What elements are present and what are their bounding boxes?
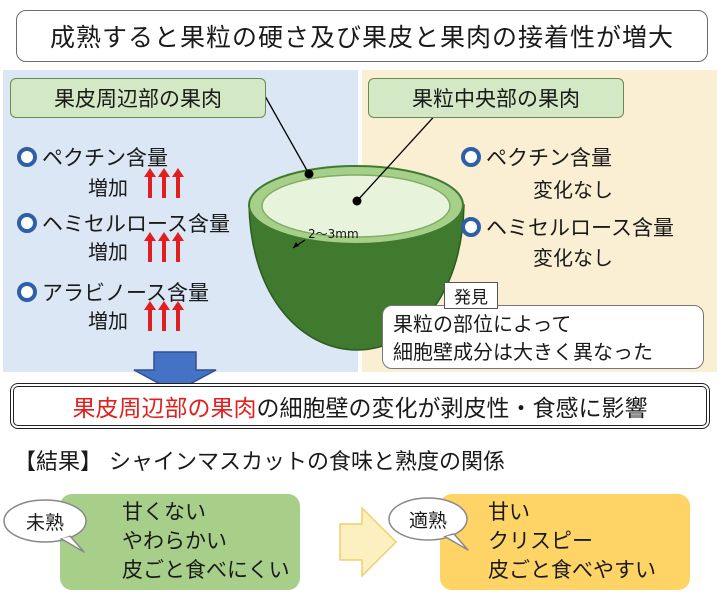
bullet-icon [17, 213, 37, 233]
up-arrows-icon [144, 301, 184, 331]
page-title: 成熟すると果粒の硬さ及び果皮と果肉の接着性が増大 [49, 23, 674, 52]
left-item-arabinose: アラビノース含量 [42, 281, 209, 305]
label-peel-flesh: 果皮周辺部の果肉 [10, 78, 266, 118]
result-heading: 【結果】 シャインマスカットの食味と熟度の関係 [14, 450, 505, 475]
left-item-arabinose-change: 増加 [88, 309, 128, 333]
right-item-hemicellulose-change: 変化なし [533, 246, 613, 270]
up-arrows-icon [144, 168, 184, 198]
unripe-line-1: 甘くない [122, 500, 206, 524]
right-arrow-icon [339, 506, 398, 578]
unripe-card: 甘くない やわらかい 皮ごと食べにくい [60, 494, 300, 590]
left-item-pectin-change: 増加 [88, 176, 128, 200]
thickness-label: 2〜3mm [308, 227, 359, 241]
unripe-bubble-icon [3, 499, 87, 553]
finding-tag: 発見 [444, 282, 498, 309]
ripe-bubble-label: 適熟 [408, 509, 447, 532]
finding-box: 果粒の部位によって 細胞壁成分は大きく異なった [382, 305, 704, 369]
left-item-hemicellulose-change: 増加 [88, 240, 128, 264]
leader-dot-right [352, 196, 362, 206]
increase-arrows [144, 168, 184, 198]
unripe-bubble-label: 未熟 [25, 511, 64, 534]
increase-arrows [144, 301, 184, 331]
increase-arrows [144, 232, 184, 262]
left-item-pectin: ペクチン含量 [42, 146, 168, 170]
finding-line-1: 果粒の部位によって [393, 312, 572, 336]
up-arrows-icon [144, 232, 184, 262]
ripe-line-2: クリスピー [488, 529, 593, 553]
ripe-card: 甘い クリスピー 皮ごと食べやすい [440, 494, 690, 590]
right-item-pectin-change: 変化なし [533, 178, 613, 202]
leader-dot-left [304, 169, 314, 179]
thickness-arrowhead [293, 242, 299, 248]
right-item-pectin: ペクチン含量 [486, 146, 612, 170]
bullet-icon [17, 282, 37, 302]
bullet-icon [461, 217, 481, 237]
finding-line-2: 細胞壁成分は大きく異なった [393, 340, 653, 364]
leader-line-right [356, 109, 441, 202]
grape-flesh [261, 174, 451, 238]
unripe-line-3: 皮ごと食べにくい [122, 558, 290, 582]
conclusion-box: 果皮周辺部の果肉の細胞壁の変化が剥皮性・食感に影響 [10, 383, 710, 429]
conclusion-text: の細胞壁の変化が剥皮性・食感に影響 [256, 396, 648, 422]
leader-line-left [264, 95, 310, 175]
down-arrow-icon [133, 351, 217, 393]
ripe-line-1: 甘い [488, 500, 530, 524]
bullet-icon [17, 147, 37, 167]
unripe-line-2: やわらかい [122, 529, 227, 553]
left-item-hemicellulose: ヘミセルロース含量 [42, 212, 230, 236]
bullet-icon [461, 147, 481, 167]
title-box: 成熟すると果粒の硬さ及び果皮と果肉の接着性が増大 [16, 10, 708, 62]
ripe-line-3: 皮ごと食べやすい [488, 558, 656, 582]
label-center-flesh: 果粒中央部の果肉 [368, 78, 624, 118]
conclusion-highlight: 果皮周辺部の果肉 [72, 396, 257, 422]
right-item-hemicellulose: ヘミセルロース含量 [486, 216, 674, 240]
ripe-bubble-icon [388, 497, 469, 551]
